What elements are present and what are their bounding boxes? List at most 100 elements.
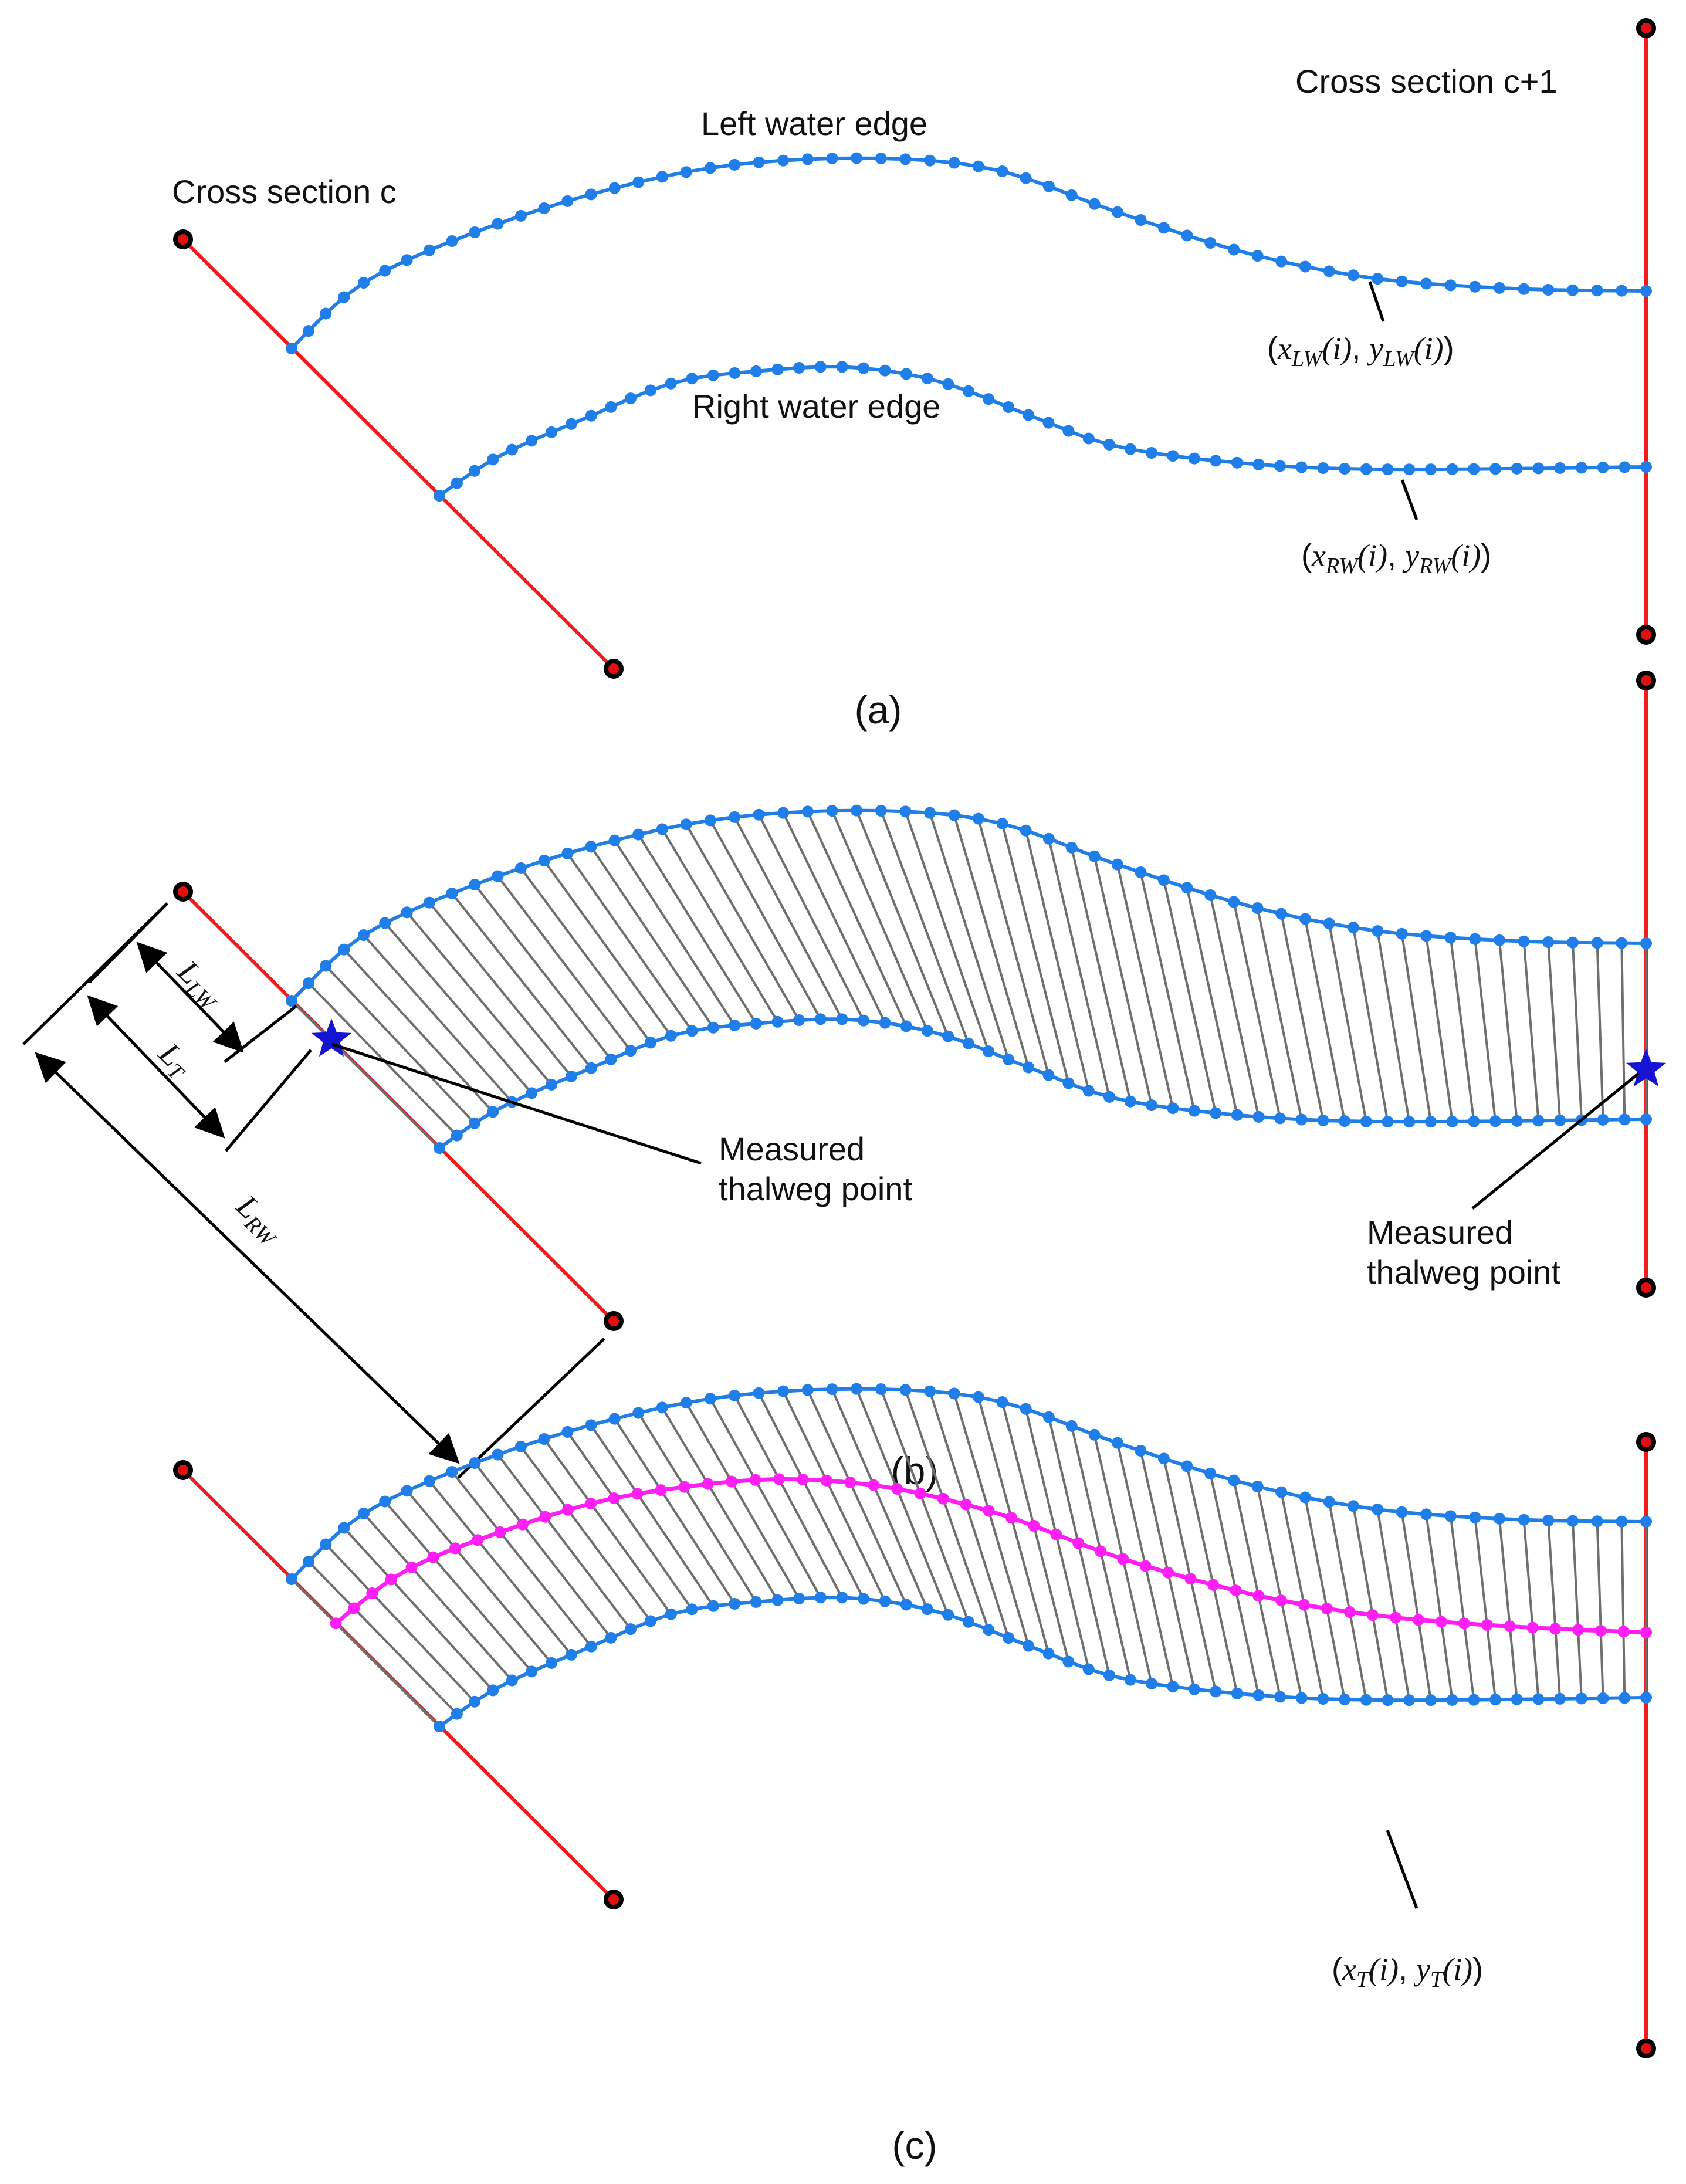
right-water-edge-point-icon — [1252, 1689, 1265, 1701]
connector-line — [904, 1389, 990, 1630]
thalweg-point-icon — [385, 1573, 397, 1586]
right-water-edge-point-icon — [1188, 1105, 1200, 1117]
right-water-edge-point-icon — [1042, 417, 1055, 429]
thalweg-point-icon — [1481, 1619, 1493, 1631]
right-water-edge-point-icon — [624, 1623, 637, 1636]
left-water-edge-point-icon — [680, 818, 692, 831]
thalweg-point-icon — [1504, 1620, 1516, 1633]
right-water-edge-point-icon — [526, 435, 538, 447]
thalweg-point-icon — [655, 1484, 667, 1496]
thalweg-line — [334, 1477, 1647, 1635]
left-water-edge-point-icon — [286, 995, 297, 1007]
right-water-edge-point-icon — [1003, 401, 1015, 413]
right-water-edge-point-icon — [1554, 462, 1566, 474]
connector-line — [343, 1527, 494, 1691]
left-water-edge-point-icon — [704, 1393, 716, 1405]
right-water-edge-point-icon — [1532, 462, 1545, 475]
panel-a: Cross section c Cross section c+1 Left w… — [172, 18, 1656, 732]
right-water-edge-point-icon — [750, 1596, 762, 1608]
connector-line — [709, 820, 822, 1020]
connector-line — [1474, 939, 1497, 1122]
left-water-edge-point-icon — [446, 235, 458, 247]
connector-line — [590, 846, 715, 1028]
thalweg-point-icon — [1572, 1624, 1585, 1636]
right-water-edge-point-icon — [836, 1592, 848, 1604]
thalweg-point-icon — [1252, 1590, 1265, 1602]
left-water-edge-point-icon — [303, 325, 315, 337]
connector-line — [1047, 838, 1111, 1098]
thalweg-point-icon — [427, 1551, 439, 1563]
right-water-edge-point-icon — [879, 1595, 891, 1607]
thalweg-point-icon — [1321, 1603, 1333, 1615]
connector-line — [428, 1480, 573, 1656]
left-water-edge-point-icon — [1275, 908, 1288, 920]
left-water-edge-point-icon — [338, 291, 350, 303]
connector-line — [1571, 1521, 1583, 1699]
thalweg-point-icon — [749, 1474, 761, 1486]
thalweg-point-icon — [983, 1505, 995, 1517]
connector-line — [977, 1397, 1050, 1654]
left-water-edge-point-icon — [1420, 1508, 1433, 1521]
right-water-edge-point-icon — [434, 490, 445, 502]
thalweg-point-icon — [1095, 1545, 1107, 1557]
left-water-edge-point-icon — [826, 1383, 838, 1396]
left-water-edge-point-icon — [379, 1495, 391, 1508]
right-water-edge-point-icon — [1023, 1640, 1035, 1652]
right-water-edge-point-icon — [900, 368, 912, 380]
connector-line — [614, 1418, 736, 1605]
left-water-edge-point-icon — [585, 1419, 597, 1431]
right-water-edge-point-icon — [942, 1030, 954, 1042]
section-endpoint-icon — [1636, 625, 1656, 645]
left-water-edge-point-icon — [656, 171, 668, 183]
right-water-edge-point-icon — [1274, 1691, 1286, 1703]
panel-c-label: (c) — [892, 2124, 937, 2167]
thalweg-point-icon — [516, 1518, 529, 1531]
connector-line — [1449, 937, 1475, 1122]
right-water-edge-point-icon — [1003, 1053, 1015, 1065]
connector-line — [1304, 1497, 1346, 1700]
connector-line — [1070, 847, 1132, 1102]
connector-line — [879, 810, 970, 1044]
left-water-edge-point-icon — [357, 277, 370, 289]
thalweg-point-icon — [1435, 1616, 1447, 1628]
connector-line — [757, 1392, 865, 1600]
left-water-edge-point-icon — [1251, 249, 1264, 262]
right-water-edge-point-icon — [1167, 450, 1179, 462]
right-water-edge-point-icon — [771, 1594, 784, 1606]
cross-section-c-label: Cross section c — [172, 173, 397, 210]
right-water-edge-point-icon — [1403, 1116, 1416, 1128]
right-water-edge-point-icon — [1382, 1116, 1394, 1128]
connector-line — [1571, 942, 1583, 1120]
right-water-edge-point-icon — [434, 1721, 445, 1732]
thalweg-point-icon — [1005, 1512, 1018, 1524]
left-water-edge-point-icon — [656, 1401, 668, 1414]
left-water-edge-point-icon — [875, 1383, 887, 1396]
right-water-edge-point-icon — [1274, 1112, 1286, 1125]
connector-line — [1352, 927, 1389, 1122]
right-water-edge-point-icon — [1382, 1694, 1394, 1706]
left-water-edge-label: Left water edge — [701, 105, 927, 142]
section-endpoint-icon — [604, 659, 624, 679]
right-water-edge-point-icon — [1575, 462, 1587, 474]
thalweg-point-icon — [960, 1498, 972, 1511]
thalweg-point-icon — [1230, 1584, 1242, 1597]
right-water-edge-point-icon — [1210, 1107, 1222, 1119]
thalweg-left-leader — [331, 1042, 702, 1165]
left-water-edge-point-icon — [338, 943, 350, 956]
left-water-edge-point-icon — [1251, 902, 1264, 914]
right-water-edge-point-icon — [1145, 1099, 1157, 1111]
thalweg-point-icon — [494, 1526, 506, 1538]
left-point-leader — [1368, 281, 1385, 322]
left-water-edge-point-icon — [875, 153, 887, 165]
thalweg-point-leader — [1386, 1830, 1418, 1909]
right-water-edge-point-icon — [1042, 1069, 1055, 1081]
lrw-extension-end — [456, 1338, 605, 1479]
left-water-edge-point-icon — [538, 855, 550, 867]
left-water-edge-point-icon — [1396, 275, 1408, 287]
right-water-edge-point-icon — [879, 1017, 891, 1029]
connector-line — [637, 1412, 757, 1603]
thalweg-point-icon — [449, 1542, 461, 1555]
right-water-edge-point-icon — [1231, 456, 1243, 469]
left-water-edge-point-icon — [538, 1433, 550, 1445]
right-water-edge-point-icon — [1167, 1102, 1179, 1115]
